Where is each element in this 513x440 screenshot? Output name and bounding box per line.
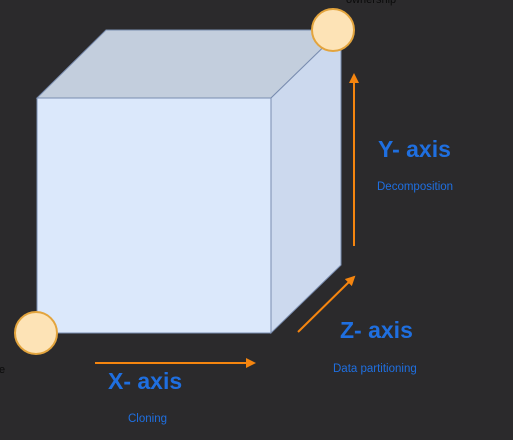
y-axis-title: Y- axis	[378, 136, 451, 162]
z-axis-title: Z- axis	[340, 317, 413, 343]
top-right-node	[311, 8, 355, 52]
x-axis-subtitle: Cloning	[128, 413, 167, 425]
bottom-left-node	[14, 311, 58, 355]
top-right-node-label: ownership	[346, 0, 397, 6]
z-axis-subtitle: Data partitioning	[333, 363, 417, 375]
y-axis-subtitle: Decomposition	[377, 181, 454, 193]
bottom-left-node-label: e	[0, 364, 6, 376]
x-axis-title: X- axis	[108, 368, 183, 394]
z-axis-arrow	[297, 275, 356, 333]
cube-front-face	[36, 97, 272, 334]
